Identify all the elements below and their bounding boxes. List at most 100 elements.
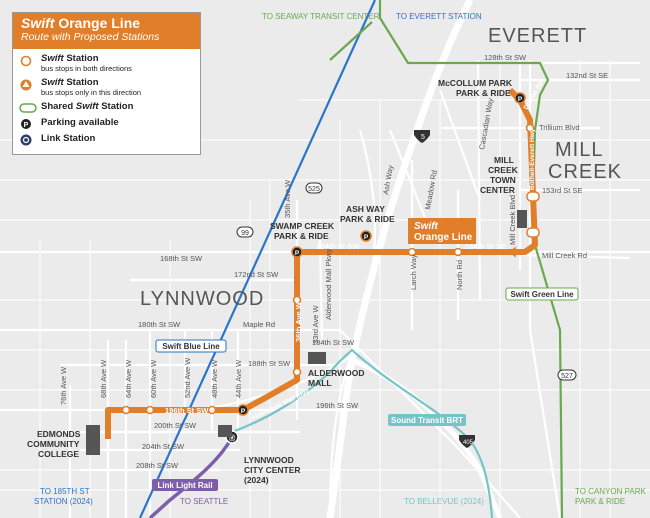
svg-text:188th St SW: 188th St SW xyxy=(248,359,291,368)
station-north-rd[interactable] xyxy=(453,247,463,257)
svg-text:Trillium Blvd: Trillium Blvd xyxy=(539,123,580,132)
svg-text:164th St SW: 164th St SW xyxy=(316,242,360,251)
station-trillium[interactable] xyxy=(525,123,535,133)
svg-text:Sound Transit BRT: Sound Transit BRT xyxy=(391,416,463,425)
dir-185th-2: STATION (2024) xyxy=(34,497,93,506)
shared-station-mill-creek-north[interactable] xyxy=(526,191,540,202)
green-line-branch xyxy=(329,21,373,61)
svg-text:Alderwood Mall Blvd: Alderwood Mall Blvd xyxy=(250,388,311,421)
station-alderwood-mall[interactable] xyxy=(292,367,302,377)
svg-text:52nd Ave W: 52nd Ave W xyxy=(183,357,192,398)
dir-185th-1: TO 185TH ST xyxy=(40,487,90,496)
label-alderwood-2: MALL xyxy=(308,378,332,388)
city-mill-creek-1: MILL xyxy=(555,139,603,161)
station-larch-way[interactable] xyxy=(407,247,417,257)
svg-text:204th St SW: 204th St SW xyxy=(142,442,185,451)
svg-text:Swift: Swift xyxy=(414,221,439,232)
svg-text:Cascadian Way: Cascadian Way xyxy=(477,97,495,150)
label-edmonds-3: COLLEGE xyxy=(38,449,79,459)
label-mctc-1: MILL xyxy=(494,155,514,165)
green-line xyxy=(378,0,564,518)
svg-text:P: P xyxy=(295,250,300,257)
shared-stations xyxy=(508,191,540,258)
parking-icon: P xyxy=(21,119,31,129)
svg-text:35th Ave W: 35th Ave W xyxy=(283,179,292,218)
svg-text:525: 525 xyxy=(308,186,320,193)
svg-text:Larch Way: Larch Way xyxy=(409,254,418,290)
svg-text:76th Ave W: 76th Ave W xyxy=(59,366,68,405)
label-lcc-1: LYNNWOOD xyxy=(244,455,294,465)
station-circle-icon xyxy=(20,55,32,67)
label-swamp-1: SWAMP CREEK xyxy=(270,221,335,231)
link-light-rail xyxy=(148,436,234,518)
svg-text:153rd St SE: 153rd St SE xyxy=(542,186,582,195)
svg-text:Ⓡ: Ⓡ xyxy=(229,433,236,442)
lynnwood-cc-parking-icon[interactable] xyxy=(237,404,249,416)
svg-text:Meadow Rd: Meadow Rd xyxy=(423,169,439,210)
shared-station-icon xyxy=(19,103,37,113)
svg-text:168th St SW: 168th St SW xyxy=(160,254,203,263)
orange-stations xyxy=(121,123,535,415)
svg-text:Swift Green Line: Swift Green Line xyxy=(510,290,574,299)
svg-text:172nd St SW: 172nd St SW xyxy=(234,270,279,279)
direction-triangle-icon xyxy=(20,79,32,91)
label-ashway-2: PARK & RIDE xyxy=(340,214,395,224)
legend-subtitle: Route with Proposed Stations xyxy=(21,31,160,43)
svg-text:33rd Ave W: 33rd Ave W xyxy=(311,304,320,344)
station-36th-ave[interactable] xyxy=(292,295,302,305)
label-alderwood-1: ALDERWOOD xyxy=(308,368,365,378)
shared-station-mill-creek-south[interactable] xyxy=(526,227,540,238)
label-lcc-2: CITY CENTER xyxy=(244,465,301,475)
mccollum-parking-icon[interactable] xyxy=(514,92,526,104)
label-mccollum-2: PARK & RIDE xyxy=(456,88,511,98)
svg-text:196th St SW: 196th St SW xyxy=(165,406,209,415)
label-edmonds-1: EDMONDS xyxy=(37,429,81,439)
svg-text:200th St SW: 200th St SW xyxy=(154,421,197,430)
label-mccollum-1: McCOLLUM PARK xyxy=(438,78,513,88)
blue-line xyxy=(138,0,377,518)
dir-seaway: TO SEAWAY TRANSIT CENTER xyxy=(262,12,380,21)
svg-text:Alderwood Mall Pkwy: Alderwood Mall Pkwy xyxy=(324,248,333,320)
dir-canyon-1: TO CANYON PARK xyxy=(575,487,646,496)
svg-text:P: P xyxy=(24,122,29,129)
svg-text:164th St SE: 164th St SE xyxy=(465,242,506,251)
legend-header: Swift Orange Line Route with Proposed St… xyxy=(13,13,200,49)
interstate-405 xyxy=(351,357,503,518)
label-mctc-3: TOWN xyxy=(490,175,516,185)
link-label: Link Light Rail xyxy=(152,479,218,491)
svg-text:Link Light Rail: Link Light Rail xyxy=(157,481,212,490)
svg-text:64th Ave W: 64th Ave W xyxy=(124,359,133,398)
station-68th-ave[interactable] xyxy=(121,405,131,415)
svg-text:Dumas Rd: Dumas Rd xyxy=(523,80,545,111)
city-everett: EVERETT xyxy=(488,25,587,47)
svg-text:P: P xyxy=(364,234,369,241)
swamp-creek-parking-icon[interactable] xyxy=(291,246,303,258)
map-legend: Swift Orange Line Route with Proposed St… xyxy=(12,12,201,155)
svg-text:132nd St SE: 132nd St SE xyxy=(566,71,608,80)
city-lynnwood: LYNNWOOD xyxy=(140,288,264,310)
station-60th-ave[interactable] xyxy=(145,405,155,415)
dir-seattle: TO SEATTLE xyxy=(180,497,228,506)
buildings xyxy=(86,210,527,455)
label-mctc-4: CENTER xyxy=(480,185,515,195)
svg-text:128th St SW: 128th St SW xyxy=(484,53,527,62)
svg-text:196th St SW: 196th St SW xyxy=(316,401,359,410)
svg-text:P: P xyxy=(518,96,523,103)
ash-way-parking-icon[interactable] xyxy=(360,230,372,242)
svg-text:405: 405 xyxy=(463,440,474,446)
svg-text:North Rd: North Rd xyxy=(455,260,464,290)
interstate-5 xyxy=(326,0,474,518)
legend-title: Swift Orange Line xyxy=(21,15,141,31)
svg-text:99: 99 xyxy=(241,230,249,237)
label-ashway-1: ASH WAY xyxy=(346,204,385,214)
highway-shields: 5 525 99 527 405 xyxy=(236,130,577,448)
direction-arrow-icon[interactable] xyxy=(508,246,516,258)
svg-text:180th St SW: 180th St SW xyxy=(138,320,181,329)
svg-text:48th Ave W: 48th Ave W xyxy=(210,359,219,398)
svg-text:Orange Line: Orange Line xyxy=(414,232,473,243)
blue-line-label: Swift Blue Line xyxy=(155,339,227,353)
svg-text:527: 527 xyxy=(561,373,573,380)
station-48th-ave[interactable] xyxy=(207,405,217,415)
orange-line-label: Swift Orange Line xyxy=(408,218,476,244)
